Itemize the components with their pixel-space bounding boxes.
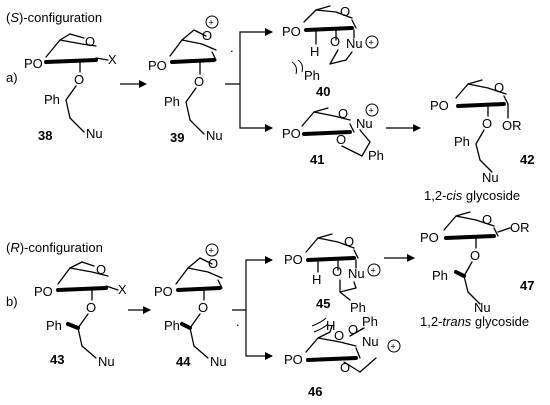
c40-nu: Nu xyxy=(346,36,363,51)
c45-po: PO xyxy=(284,252,303,267)
c45-h: H xyxy=(312,272,321,287)
svg-text:O: O xyxy=(330,34,340,49)
c42-nu: Nu xyxy=(482,170,499,185)
part-a-label: a) xyxy=(6,70,18,85)
svg-text:O: O xyxy=(198,300,208,315)
svg-text:O: O xyxy=(482,116,492,131)
c47-nu: Nu xyxy=(474,300,491,315)
svg-text:O: O xyxy=(334,328,344,343)
c38-nu: Nu xyxy=(86,126,103,141)
c41-number: 41 xyxy=(310,152,324,167)
c43-nu: Nu xyxy=(98,354,115,369)
c47-or: OR xyxy=(510,220,530,235)
compound-39: O + PO O Ph Nu 39 xyxy=(148,15,223,145)
c45-ph: Ph xyxy=(350,300,366,315)
svg-text:+: + xyxy=(371,266,376,276)
c44-number: 44 xyxy=(176,354,191,369)
c40-po: PO xyxy=(282,24,301,39)
arrow-39-40 xyxy=(225,28,273,85)
part-b-product-label: 1,2-trans glycoside xyxy=(420,314,529,329)
svg-text:O: O xyxy=(74,72,84,87)
compound-47: O OR PO O Ph Nu 47 xyxy=(420,211,534,315)
svg-text:.: . xyxy=(236,314,240,329)
compound-38: O PO X O Ph Nu 38 xyxy=(24,33,117,143)
compound-45: O PO H O Nu + Ph 45 xyxy=(284,233,381,315)
compound-43: O PO X O Ph Nu 43 xyxy=(34,261,127,369)
c39-ph: Ph xyxy=(164,94,180,109)
c46-po: PO xyxy=(284,352,303,367)
svg-text:+: + xyxy=(369,38,374,48)
svg-text:O: O xyxy=(86,300,96,315)
svg-text:O: O xyxy=(85,34,95,49)
svg-text:+: + xyxy=(209,18,214,28)
arrow-44-45 xyxy=(232,256,273,311)
svg-text:O: O xyxy=(482,212,492,227)
c38-number: 38 xyxy=(38,128,52,143)
c47-po: PO xyxy=(420,230,439,245)
svg-text:O: O xyxy=(338,106,348,121)
svg-text:O: O xyxy=(348,322,358,337)
svg-text:O: O xyxy=(202,28,212,43)
c39-number: 39 xyxy=(170,130,184,145)
part-b-label: b) xyxy=(6,294,18,309)
part-a-product-label: 1,2-cis glycoside xyxy=(424,188,520,203)
c46-ph: Ph xyxy=(362,314,378,329)
c40-ph: Ph xyxy=(304,68,320,83)
svg-text:O: O xyxy=(470,248,480,263)
c42-po: PO xyxy=(430,98,449,113)
c40-h: H xyxy=(310,44,319,59)
svg-text:+: + xyxy=(369,106,374,116)
svg-text:O: O xyxy=(494,80,504,95)
c41-ph: Ph xyxy=(368,148,384,163)
c44-ph: Ph xyxy=(164,318,180,333)
c41-po: PO xyxy=(282,126,301,141)
svg-text:.: . xyxy=(230,40,234,55)
c46-nu: Nu xyxy=(362,334,379,349)
svg-text:O: O xyxy=(344,234,354,249)
c47-number: 47 xyxy=(520,278,534,293)
compound-40: O PO H O Nu + Ph 40 xyxy=(282,4,379,99)
svg-text:O: O xyxy=(332,264,342,279)
svg-text:O: O xyxy=(208,256,218,271)
c38-x: X xyxy=(108,52,117,67)
svg-text:O: O xyxy=(340,4,350,19)
c45-number: 45 xyxy=(316,296,330,311)
c38-ph: Ph xyxy=(44,92,60,107)
c40-number: 40 xyxy=(316,84,330,99)
c42-or: OR xyxy=(502,118,522,133)
c42-ph: Ph xyxy=(454,134,470,149)
c39-po: PO xyxy=(148,58,167,73)
c43-po: PO xyxy=(34,284,53,299)
arrow-44-46 xyxy=(245,310,273,360)
compound-42: O PO O OR Ph Nu 42 xyxy=(430,79,534,185)
svg-text:O: O xyxy=(96,262,106,277)
compound-41: O PO O Nu + Ph 41 xyxy=(282,103,384,167)
c46-number: 46 xyxy=(308,384,322,399)
c39-nu: Nu xyxy=(206,128,223,143)
c44-nu: Nu xyxy=(210,354,227,369)
part-a-title: (S)-configuration xyxy=(6,10,102,25)
c44-po: PO xyxy=(154,284,173,299)
svg-text:O: O xyxy=(336,132,346,147)
c47-ph: Ph xyxy=(432,268,448,283)
svg-text:O: O xyxy=(340,360,350,375)
c43-ph: Ph xyxy=(46,318,62,333)
part-b-title: (R)-configuration xyxy=(6,240,103,255)
c42-number: 42 xyxy=(520,152,534,167)
svg-text:+: + xyxy=(209,246,214,256)
c46-h: H xyxy=(326,318,335,333)
c43-number: 43 xyxy=(50,352,64,367)
c41-nu: Nu xyxy=(356,116,373,131)
arrow-39-41 xyxy=(239,84,273,132)
c38-po: PO xyxy=(24,56,43,71)
svg-text:O: O xyxy=(194,74,204,89)
c45-nu: Nu xyxy=(348,266,365,281)
compound-44: O + PO O Ph Nu 44 xyxy=(154,243,227,369)
compound-46: PO O H O Ph Nu + O 46 xyxy=(284,314,401,399)
c43-x: X xyxy=(118,282,127,297)
svg-text:+: + xyxy=(391,342,396,352)
